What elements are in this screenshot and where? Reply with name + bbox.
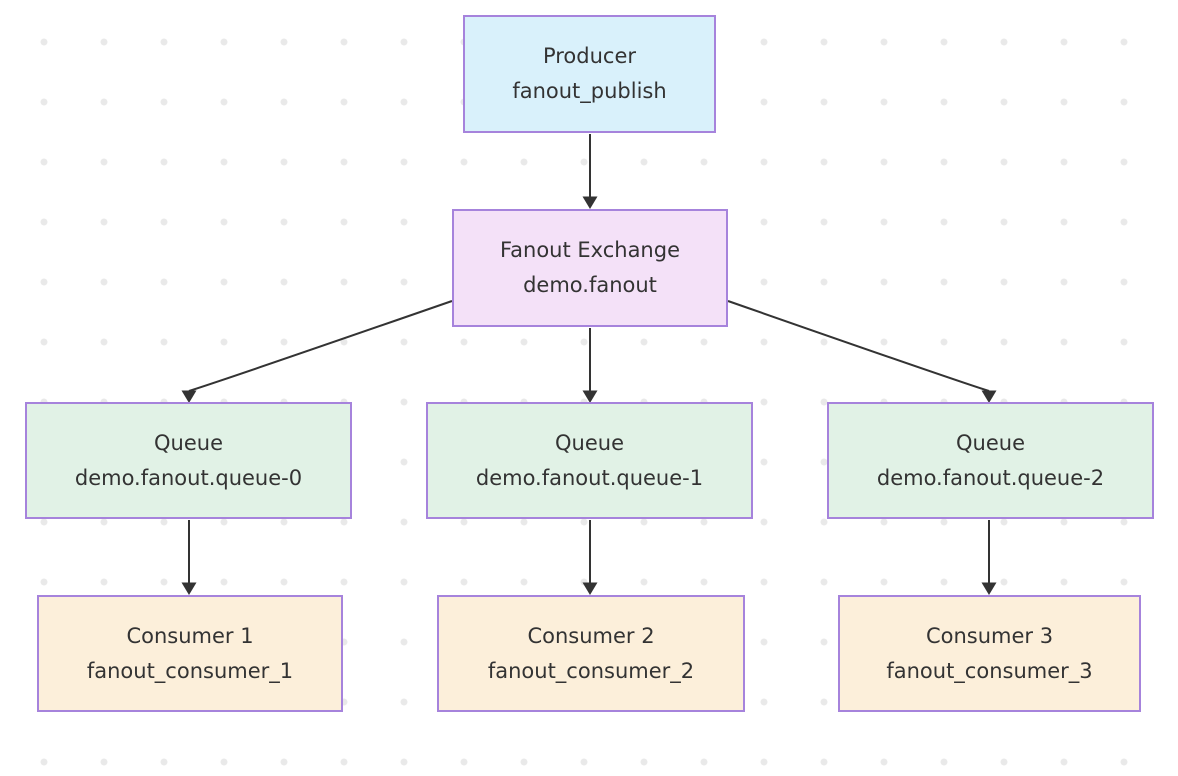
- node-consumer-2: Consumer 2 fanout_consumer_2: [437, 595, 745, 712]
- edge-exchange-queue2: [727, 300, 990, 392]
- node-subtitle: demo.fanout.queue-1: [475, 465, 704, 490]
- node-subtitle: fanout_consumer_3: [886, 658, 1093, 683]
- node-subtitle: demo.fanout: [523, 273, 657, 297]
- node-consumer-1: Consumer 1 fanout_consumer_1: [37, 595, 343, 712]
- node-title: Consumer 1: [126, 623, 254, 648]
- node-queue-0: Queue demo.fanout.queue-0: [25, 402, 352, 519]
- node-producer: Producer fanout_publish: [463, 15, 716, 133]
- node-title: Producer: [542, 44, 637, 68]
- edge-exchange-queue0: [188, 300, 453, 392]
- node-subtitle: fanout_consumer_2: [487, 658, 695, 683]
- node-title: Queue: [555, 430, 624, 455]
- node-subtitle: fanout_consumer_1: [86, 658, 294, 683]
- edge-queue1-consumer2-arrowhead: [582, 582, 598, 595]
- node-title: Fanout Exchange: [499, 238, 680, 262]
- node-fanout-exchange: Fanout Exchange demo.fanout: [452, 209, 728, 327]
- node-title: Queue: [154, 430, 223, 455]
- node-queue-1: Queue demo.fanout.queue-1: [426, 402, 753, 519]
- edge-queue2-consumer3-arrowhead: [981, 582, 997, 595]
- node-queue-2: Queue demo.fanout.queue-2: [827, 402, 1154, 519]
- node-title: Consumer 2: [527, 623, 655, 648]
- edge-queue0-consumer1-arrowhead: [181, 582, 197, 595]
- node-subtitle: demo.fanout.queue-2: [876, 465, 1105, 490]
- node-subtitle: demo.fanout.queue-0: [74, 465, 303, 490]
- edge-producer-exchange-arrowhead: [582, 196, 598, 209]
- node-subtitle: fanout_publish: [512, 79, 667, 103]
- node-title: Queue: [956, 430, 1025, 455]
- node-consumer-3: Consumer 3 fanout_consumer_3: [838, 595, 1141, 712]
- node-title: Consumer 3: [925, 623, 1054, 648]
